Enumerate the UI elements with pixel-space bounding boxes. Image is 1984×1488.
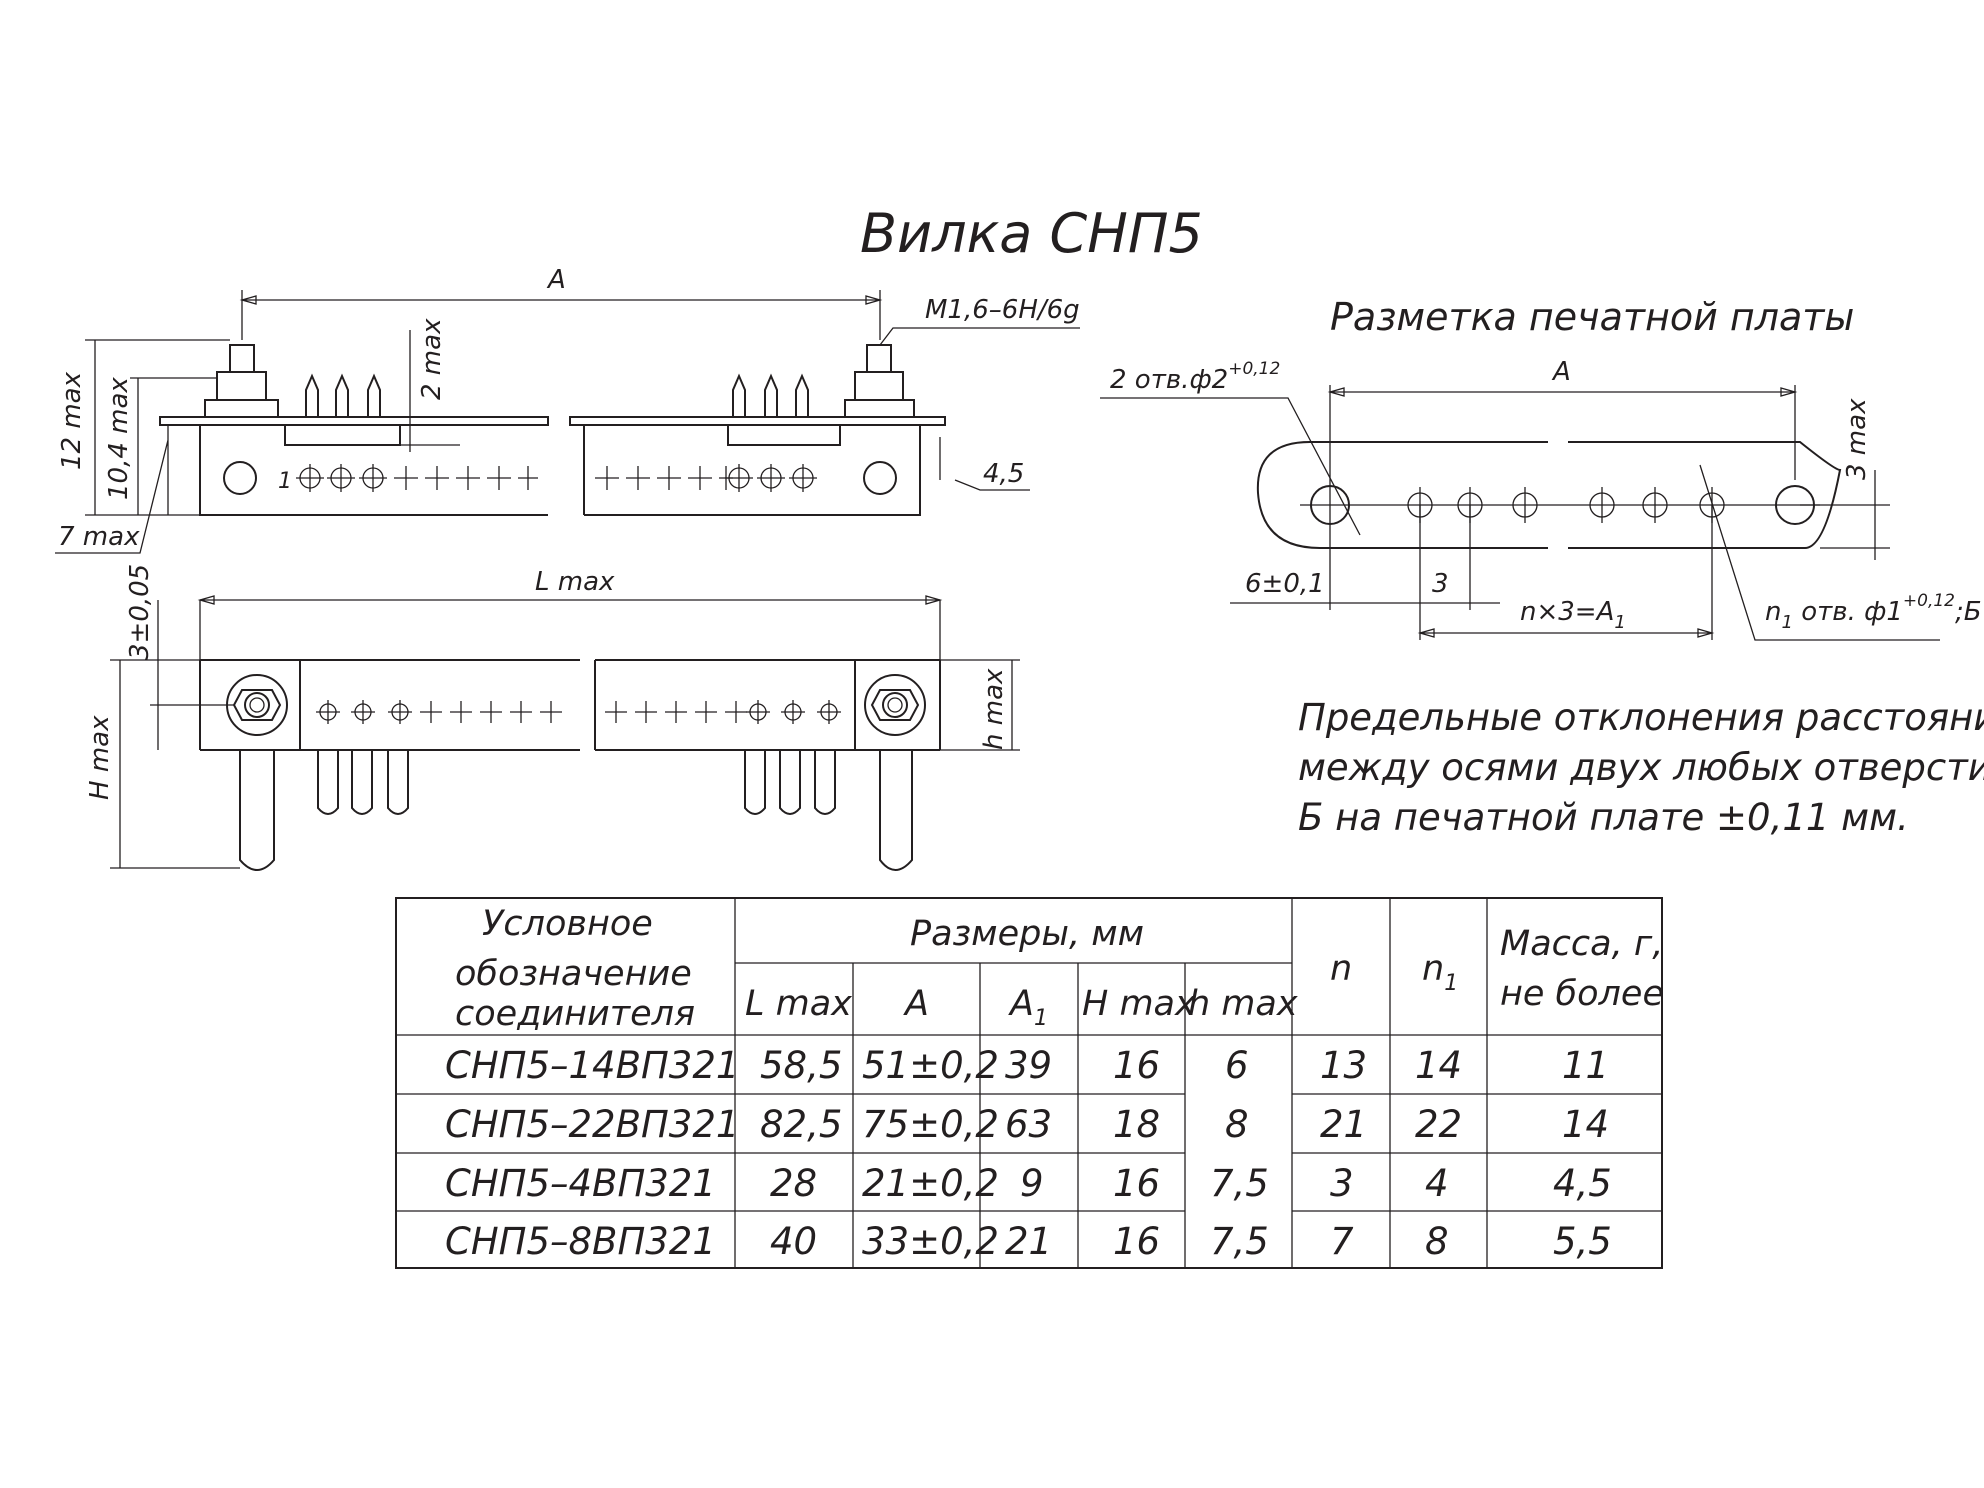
thread-label: М1,6–6Н/6g [925,295,1080,325]
cell-lmax: 40 [770,1220,817,1263]
cell-n: 21 [1320,1103,1367,1146]
table-row: СНП5–4ВП321 28 21±0,2 9 16 3 4 4,5 [445,1162,1612,1205]
pcb-n1-a: n [1765,597,1781,627]
dim-104max: 10,4 max [104,377,134,500]
hdr-n1: n1 [1422,949,1458,996]
cell-n: 7 [1330,1220,1354,1263]
hdr-sizes: Размеры, мм [910,914,1144,954]
drawing-title: Вилка СНП5 [860,202,1203,265]
hdr-designation-1: Условное [482,904,653,944]
cell-a: 51±0,2 [862,1044,999,1087]
pcb-holes2-label: 2 отв.ф2+0,12 [1110,359,1280,395]
dim-hmax: H max [85,715,115,800]
dim-lmax: L max [535,567,615,597]
pcb-dim-nx3: n×3=A1 [1520,597,1626,633]
cell-hmax-small: 8 [1225,1103,1249,1146]
pin-one-label: 1 [278,469,292,494]
cell-hmax: 16 [1113,1044,1160,1087]
cell-mass: 14 [1562,1103,1609,1146]
dim-a-label: A [546,265,566,295]
table-row: СНП5–14ВП321 58,5 51±0,2 39 16 13 14 11 [445,1044,1609,1087]
hdr-n1-main: n [1422,949,1444,989]
pcb-title: Разметка печатной платы [1330,295,1854,339]
cell-a1: 39 [1005,1044,1052,1087]
cell-lmax: 28 [770,1162,817,1205]
dimensions-table: Условное обозначение соединителя Размеры… [395,897,1664,1269]
cell-mass: 11 [1562,1044,1609,1087]
hdr-designation-2: обозначение [455,954,692,994]
dim-7max: 7 max [58,522,140,552]
cell-a: 33±0,2 [862,1220,999,1263]
hdr-mass-1: Масса, г, [1500,924,1663,964]
hdr-n1-sub: 1 [1444,971,1458,996]
pcb-dim-3max: 3 max [1842,398,1872,480]
pcb-nx3-text: n×3=A [1520,597,1614,627]
hdr-n: n [1330,949,1352,989]
dim-2max: 2 max [417,318,447,400]
pcb-dim-6: 6±0,1 [1245,569,1325,599]
cell-n1: 22 [1415,1103,1462,1146]
front-view: 1 A М1,6–6Н/6g 12 max 10,4 max 2 max 4,5… [55,265,1080,554]
cell-a1: 63 [1005,1103,1052,1146]
hdr-lmax: L max [745,984,852,1024]
pcb-holes-n1-label: n1 отв. ф1+0,12;Б [1765,591,1982,633]
cell-hmax-small: 6 [1225,1044,1249,1087]
cell-hmax: 16 [1113,1220,1160,1263]
pcb-nx3-sub: 1 [1614,612,1625,633]
cell-n1: 8 [1425,1220,1449,1263]
hdr-a1-sub: 1 [1034,1006,1048,1031]
hdr-mass-2: не более [1500,974,1664,1014]
hdr-a1: A1 [1008,984,1048,1031]
cell-name: СНП5–8ВП321 [445,1220,716,1263]
cell-lmax: 82,5 [760,1103,842,1146]
note-line-1: Предельные отклонения расстояний [1298,696,1984,739]
table-row: СНП5–8ВП321 40 33±0,2 21 16 7 8 5,5 [445,1220,1612,1263]
hdr-a1-main: A [1008,984,1034,1024]
dim-hmax-small: h max [979,668,1009,750]
cell-mass: 5,5 [1553,1220,1612,1263]
pcb-n1-tol: +0,12 [1903,591,1955,611]
tolerance-note: Предельные отклонения расстояний между о… [1298,696,1984,839]
pcb-n1-b: отв. ф1 [1793,597,1903,627]
hdr-hmax: H max [1082,984,1196,1024]
cell-hmax: 18 [1113,1103,1160,1146]
cell-hmax: 16 [1113,1162,1160,1205]
side-view: L max H max [85,564,1020,871]
cell-name: СНП5–4ВП321 [445,1162,716,1205]
hdr-a: A [903,984,929,1024]
dim-tol305: 3±0,05 [125,564,155,660]
dim-12max: 12 max [57,371,87,470]
cell-n1: 4 [1425,1162,1449,1205]
cell-mass: 4,5 [1553,1162,1612,1205]
cell-name: СНП5–14ВП321 [445,1044,739,1087]
pcb-layout: Разметка печатной платы A 2 отв.ф2+0,12 … [1100,295,1982,641]
cell-hmax-small: 7,5 [1210,1162,1269,1205]
cell-lmax: 58,5 [760,1044,842,1087]
pcb-holes2-tol: +0,12 [1228,359,1280,379]
hdr-hmax-small: h max [1188,984,1298,1024]
cell-a1: 21 [1005,1220,1052,1263]
cell-name: СНП5–22ВП321 [445,1103,739,1146]
hdr-designation-3: соединителя [455,994,695,1034]
dim-45: 4,5 [983,459,1024,489]
cell-a: 75±0,2 [862,1103,999,1146]
cell-n: 13 [1320,1044,1367,1087]
cell-n1: 14 [1415,1044,1462,1087]
pcb-n1-sub: 1 [1781,612,1792,633]
pcb-holes2-text: 2 отв.ф2 [1110,365,1228,395]
note-line-3: Б на печатной плате ±0,11 мм. [1298,796,1909,839]
cell-n: 3 [1330,1162,1354,1205]
cell-a1: 9 [1020,1162,1044,1205]
cell-hmax-small: 7,5 [1210,1220,1269,1263]
note-line-2: между осями двух любых отверстий [1298,746,1984,789]
cell-a: 21±0,2 [862,1162,999,1205]
pcb-n1-c: ;Б [1955,597,1982,627]
pcb-dim-a: A [1551,357,1571,387]
table-row: СНП5–22ВП321 82,5 75±0,2 63 18 21 22 14 [445,1103,1609,1146]
pcb-dim-3: 3 [1432,569,1449,599]
